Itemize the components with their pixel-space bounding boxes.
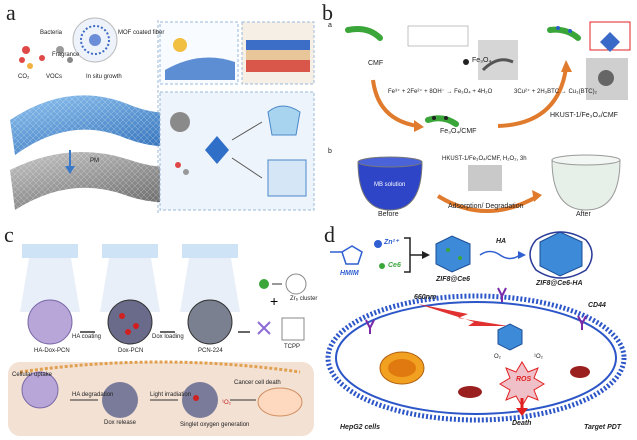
ha-coating-label: HA coating — [72, 334, 102, 340]
ha-dox-pcn-label: HA-Dox-PCN — [34, 348, 70, 354]
co2-label: CO₂ — [18, 74, 30, 80]
panel-d-label: d — [324, 222, 335, 247]
ha-degradation-label: HA degradation — [72, 392, 114, 398]
zr-cluster-label: Zr₆ cluster — [290, 296, 318, 302]
zn-label: Zn²⁺ — [384, 239, 399, 246]
panel-d: d — [318, 222, 637, 440]
reaction-2: 3Cu²⁺ + 2H₃BTC → Cu₃(BTC)₂ — [514, 89, 597, 95]
panel-c-label: c — [4, 222, 14, 247]
vocs-label: VOCs — [46, 74, 63, 80]
light-irradiation-label: Light irradiation — [150, 392, 192, 398]
singlet-o2-d-label: ¹O₂ — [534, 354, 543, 360]
fragrance-label: Fragrance — [52, 52, 80, 58]
after-label: After — [576, 211, 591, 218]
tcpp-label: TCPP — [284, 344, 301, 350]
pm-label: PM — [90, 158, 99, 164]
panel-a-illustration — [10, 17, 315, 215]
dox-pcn-label: Dox-PCN — [118, 348, 144, 354]
panel-c: c + — [0, 222, 318, 440]
process-label: HKUST-1/Fe₃O₄/CMF, H₂O₂, 3h — [442, 156, 527, 162]
mb-solution-label: MB solution — [374, 182, 406, 188]
singlet-symbol-label: ¹O₂ — [222, 400, 231, 406]
o2-label: O₂ — [494, 354, 501, 360]
cancer-cell-death-label: Cancer cell death — [234, 380, 281, 386]
singlet-oxygen-label: Singlet oxygen generation — [180, 422, 250, 428]
target-pdt-label: Target PDT — [584, 424, 622, 431]
panel-b-label: b — [322, 0, 333, 25]
panel-c-illustration: + — [8, 244, 314, 436]
pcn224-label: PCN-224 — [198, 348, 223, 354]
fe3o4-label: Fe₃O₄ — [472, 57, 492, 64]
nm660-label: 660nm — [414, 294, 437, 301]
panel-a: a — [0, 0, 318, 220]
zif8-ce6-ha-label: ZIF8@Ce6-HA — [536, 280, 583, 287]
mof-fiber-label: MOF coated fiber — [118, 30, 165, 36]
panel-d-illustration — [325, 231, 627, 423]
b-sub-a: a — [328, 22, 332, 29]
adsorption-label: Adsorption/ Degradation — [448, 203, 524, 210]
cmf-label: CMF — [368, 60, 384, 67]
ros-label: ROS — [516, 376, 532, 383]
dox-release-label: Dox release — [104, 420, 137, 426]
before-label: Before — [378, 211, 399, 218]
hkust-label: HKUST-1/Fe₃O₄/CMF — [550, 112, 618, 119]
ce6-label: Ce6 — [388, 262, 401, 269]
svg-text:+: + — [270, 293, 278, 309]
cellular-uptake-label: Cellular uptake — [12, 372, 53, 378]
death-label: Death — [512, 420, 532, 427]
ha-label: HA — [496, 238, 507, 245]
fe3o4-cmf-label: Fe₃O₄/CMF — [440, 128, 477, 135]
hepg2-label: HepG2 cells — [340, 424, 381, 431]
panel-a-label: a — [6, 0, 16, 25]
panel-b: b a b CMF Fe₃O₄ — [318, 0, 637, 220]
b-sub-b: b — [328, 148, 332, 155]
cd44-label: CD44 — [588, 302, 606, 309]
zif8-ce6-label: ZIF8@Ce6 — [436, 276, 471, 283]
reaction-1: Fe³⁺ + 2Fe²⁺ + 8OH⁻ → Fe₃O₄ + 4H₂O — [388, 89, 493, 95]
in-situ-label: In situ growth — [86, 74, 122, 80]
dox-loading-label: Dox loading — [152, 334, 184, 340]
bacteria-label: Bacteria — [40, 30, 63, 36]
hmim-label: HMIM — [340, 270, 359, 277]
panel-b-illustration — [345, 21, 631, 213]
